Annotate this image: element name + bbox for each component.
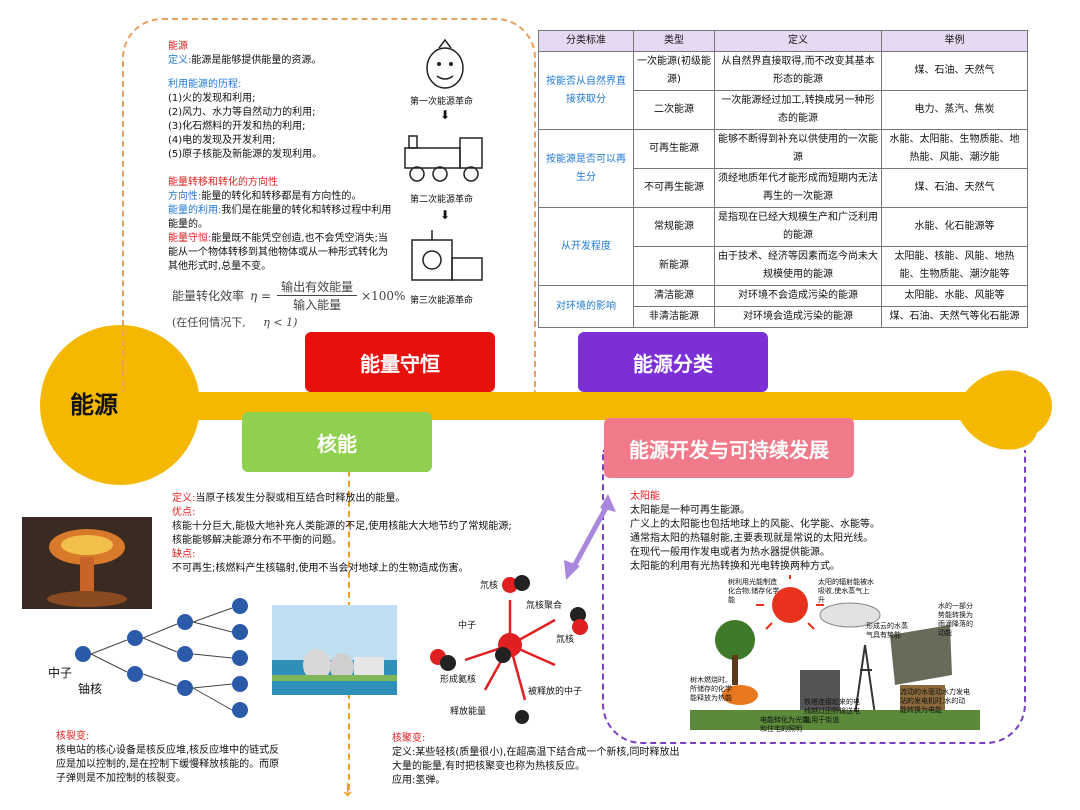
fusion-label: 氚核聚合 [526, 601, 563, 611]
branch-development[interactable]: 能源开发与可持续发展 [604, 418, 854, 478]
solar-label: 流动的水驱动水力发电站的发电机时,水的动能转换为电能 [900, 688, 970, 714]
generator-icon [411, 230, 483, 281]
solar-line: 广义上的太阳能也包括地球上的风能、化学能、水能等。 [630, 519, 880, 530]
table-row: 二次能源 一次能源经过加工,转换成另一种形态的能源 电力、蒸汽、焦炭 [539, 90, 1028, 130]
solar-block: 太阳能 太阳能是一种可再生能源。 广义上的太阳能也包括地球上的风能、化学能、水能… [630, 490, 1010, 574]
table-category: 按能源是否可以再生分 [538, 129, 634, 208]
fusion-label: 氚核 [556, 635, 575, 645]
fission-text: 核电站的核心设备是核反应堆,核反应堆中的链式反应是加以控制的,是在控制下缓慢释放… [56, 745, 280, 784]
solar-label: 铁塔连接起来的电线越过田野输送电能 [804, 698, 860, 724]
table-row: 非清洁能源 对环境会造成污染的能源 煤、石油、天然气等化石能源 [539, 306, 1028, 328]
solar-line: 在现代一般用作发电或者为热水器提供能源。 [630, 547, 830, 558]
steam-locomotive-icon [404, 135, 483, 182]
nuclear-block: 定义:当原子核发生分裂或相互结合时释放出的能量。 优点: 核能十分巨大,能极大地… [172, 493, 512, 574]
solar-energy-illustration [690, 575, 980, 730]
nuclear-advantages: 核能十分巨大,能极大地补充人类能源的不足,使用核能大大地节约了常规能源;核能能够… [172, 521, 512, 546]
nuclear-disadvantages: 不可再生;核燃料产生核辐射,使用不当会对地球上的生物造成伤害。 [172, 563, 469, 574]
direction-title: 能量转移和转化的方向性 [168, 177, 278, 188]
table-row: 按能源是否可以再生分 可再生能源 能够不断得到补充以供使用的一次能源 水能、太阳… [538, 129, 1028, 208]
solar-line: 太阳能的利用有光热转换和光电转换两种方式。 [630, 561, 840, 572]
energy-frame [122, 18, 536, 392]
nuclear-definition: 当原子核发生分裂或相互结合时释放出的能量。 [195, 493, 406, 504]
table-category: 对环境的影响 [538, 285, 634, 328]
fusion-label: 氘核 [480, 581, 499, 591]
energy-block: 能源 定义:能源是能够提供能量的资源。 利用能源的历程: (1)火的发现和利用;… [168, 41, 392, 272]
branch-classification[interactable]: 能源分类 [578, 332, 768, 392]
double-arrow-icon [564, 494, 616, 580]
table-row: 按能否从自然界直接获取分 一次能源(初级能源) 从自然界直接取得,而不改变其基本… [538, 51, 1028, 130]
nuclear-plant-photo [272, 605, 397, 695]
fire-cartoon-icon [426, 38, 464, 89]
solar-line: 太阳能是一种可再生能源。 [630, 505, 750, 516]
energy-heading: 能源 [168, 41, 188, 52]
fusion-label: 中子 [458, 621, 477, 631]
solar-label: 水的一部分势能转换为雨滴降落的动能 [938, 602, 973, 637]
spine-tail [960, 370, 1038, 450]
solar-label: 太阳的辐射能被水吸收,使水蒸气上升 [818, 578, 874, 604]
history-item: (2)风力、水力等自然动力的利用; [168, 107, 316, 118]
energy-definition: 能源是能够提供能量的资源。 [191, 55, 322, 66]
root-title: 能源 [70, 391, 118, 419]
history-title: 利用能源的历程: [168, 79, 242, 90]
table-header: 举例 [881, 30, 1028, 52]
solar-frame [602, 450, 1026, 744]
fusion-label: 释放能量 [450, 707, 487, 717]
fusion-label: 形成氦核 [440, 675, 477, 685]
table-header: 定义 [714, 30, 882, 52]
history-item: (3)化石燃料的开发和热的利用; [168, 121, 306, 132]
fusion-block: 核聚变: 定义:某些轻核(质量很小),在超高温下结合成一个新核,同时释放出大量的… [392, 732, 682, 788]
solar-label: 形成云的水蒸气具有势能 [866, 622, 908, 639]
down-arrow-icon: ↓ [340, 780, 356, 801]
history-item: (5)原子核能及新能源的发现利用。 [168, 149, 323, 160]
table-header: 类型 [633, 30, 715, 52]
solar-label: 树利用光能制造化合物,储存化学能 [728, 578, 780, 604]
solar-title: 太阳能 [630, 491, 660, 502]
branch-conservation[interactable]: 能量守恒 [305, 332, 495, 392]
branch-nuclear[interactable]: 核能 [242, 412, 432, 472]
revolution-3-caption: 第三次能源革命 [410, 296, 474, 306]
uranium-label: 铀核 [78, 682, 103, 696]
classification-table: 分类标准 类型 定义 举例 按能否从自然界直接获取分 一次能源(初级能源) 从自… [538, 30, 1028, 328]
efficiency-formula: 能量转化效率 η = 输出有效能量 输入能量 ×100% [172, 280, 406, 312]
history-item: (4)电的发现及开发利用; [168, 135, 276, 146]
table-header-row: 分类标准 类型 定义 举例 [538, 30, 1028, 52]
fission-block: 核裂变: 核电站的核心设备是核反应堆,核反应堆中的链式反应是加以控制的,是在控制… [56, 730, 286, 786]
revolution-1-caption: 第一次能源革命 [410, 97, 474, 107]
fusion-use: 应用:氢弹。 [392, 775, 446, 786]
efficiency-note: (在任何情况下, η < 1) [172, 316, 298, 329]
table-header: 分类标准 [538, 30, 634, 52]
history-item: (1)火的发现和利用; [168, 93, 256, 104]
solar-line: 通常指太阳的热辐射能,主要表现就是常说的太阳光线。 [630, 533, 874, 544]
table-category: 按能否从自然界直接获取分 [538, 51, 634, 130]
solar-label: 树木燃烧时,所储存的化学能释放为热能 [690, 676, 732, 702]
revolution-2-caption: 第二次能源革命 [410, 195, 474, 205]
arrow-down-icon: ⬇ [440, 108, 451, 122]
table-row: 从开发程度 常规能源 是指现在已经大规模生产和广泛利用的能源 水能、化石能源等 [538, 207, 1028, 286]
mushroom-cloud-image [22, 517, 152, 609]
table-row: 对环境的影响 清洁能源 对环境不会造成污染的能源 太阳能、水能、风能等 [538, 285, 1028, 328]
fusion-diagram [430, 575, 588, 724]
neutron-label: 中子 [48, 666, 73, 680]
fission-chain-diagram [75, 598, 248, 718]
table-category: 从开发程度 [538, 207, 634, 286]
solar-label: 电能转化为光能,用于街道和住宅的照明 [760, 716, 840, 733]
fusion-label: 被释放的中子 [528, 687, 583, 697]
fusion-definition: 定义:某些轻核(质量很小),在超高温下结合成一个新核,同时释放出大量的能量,有时… [392, 747, 680, 772]
arrow-down-icon: ⬇ [440, 208, 451, 222]
main-spine [80, 392, 1000, 420]
